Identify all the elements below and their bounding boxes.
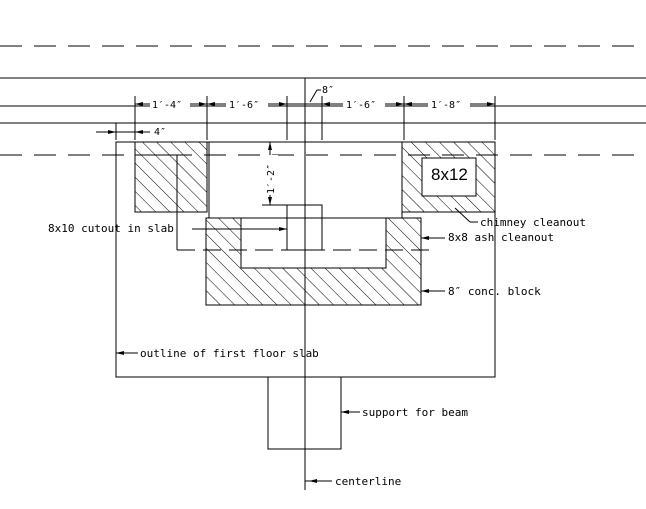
dim-label-5: 1′-8″ <box>431 100 461 111</box>
dim-label-4: 1′-6″ <box>346 100 376 111</box>
arrow-2l <box>199 102 207 106</box>
leader-chimney-cleanout <box>454 207 471 223</box>
arrow-ash-cleanout <box>421 236 429 240</box>
arrow-5r <box>404 102 412 106</box>
callout-chimney-cleanout: chimney cleanout <box>480 216 586 229</box>
arrow-cutout <box>279 227 287 231</box>
callout-centerline: centerline <box>335 475 401 488</box>
arrow-4r <box>322 102 330 106</box>
arrow-centerline <box>309 479 317 483</box>
dim-label-2: 1′-6″ <box>229 100 259 111</box>
flue-box <box>421 157 477 197</box>
dim-bg-5 <box>428 97 470 111</box>
callout-ash-cleanout: 8x8 ash cleanout <box>448 231 554 244</box>
dim-bg-4 <box>343 97 385 111</box>
arrow-6l <box>487 102 495 106</box>
arrow-vert-bottom <box>268 197 272 205</box>
arrow-slab-outline <box>116 351 124 355</box>
arrow-4in-r <box>108 130 116 134</box>
dim-bg-2 <box>226 97 268 111</box>
callout-cutout: 8x10 cutout in slab <box>48 222 174 235</box>
arrow-3l <box>279 102 287 106</box>
dim-label-6: 4″ <box>154 127 166 138</box>
callout-conc-block: 8″ conc. block <box>448 285 541 298</box>
left-hatched-block <box>134 141 208 213</box>
dim-label-7: 1′-2″ <box>266 164 277 194</box>
dim-label-1: 1′-4″ <box>152 100 182 111</box>
arrow-5l <box>396 102 404 106</box>
arrow-beam-support <box>341 410 349 414</box>
dim-bg-1 <box>150 97 190 111</box>
leader-8in <box>309 89 318 103</box>
callout-beam-support: support for beam <box>362 406 468 419</box>
arrow-2r <box>207 102 215 106</box>
arrow-conc-block <box>421 289 429 293</box>
concrete-block-u <box>205 217 422 306</box>
flue-label: 8x12 <box>431 165 468 184</box>
dim-label-3: 8″ <box>322 85 334 96</box>
callout-slab-outline: outline of first floor slab <box>140 347 319 360</box>
arrow-vert-top <box>268 142 272 150</box>
arrow-1r <box>135 102 143 106</box>
dim-bg-7 <box>262 155 278 195</box>
